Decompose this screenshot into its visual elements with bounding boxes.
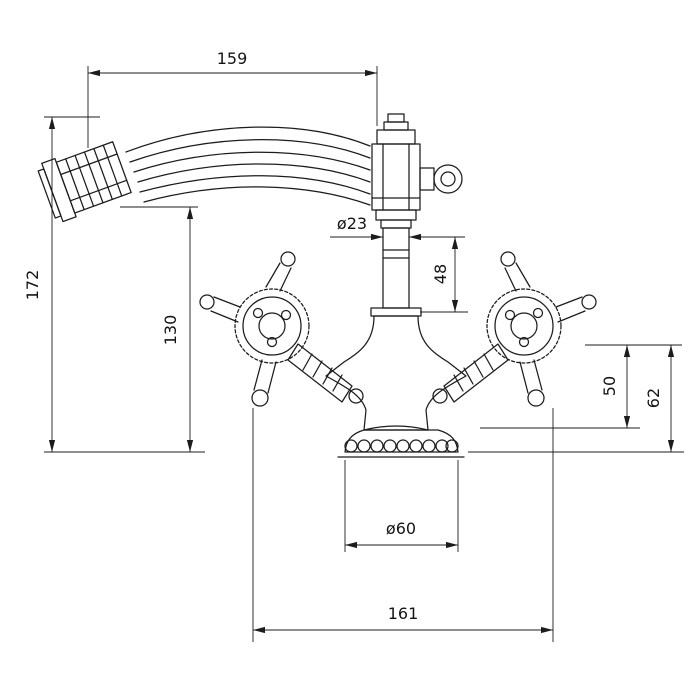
stem-column <box>370 209 422 317</box>
dimension-spout-reach: 159 <box>87 49 378 148</box>
dim-label-48: 48 <box>431 264 450 284</box>
side-knob-stem <box>419 167 435 191</box>
faucet-body <box>325 315 467 431</box>
handle-arm-ball <box>199 294 215 310</box>
faucet-illustration <box>37 113 597 458</box>
dimension-overall-width: 161 <box>252 408 554 642</box>
handle-arm-ball <box>251 389 269 407</box>
left-handle <box>199 251 353 407</box>
side-knob-icon <box>433 164 463 194</box>
handle-arm-ball <box>280 251 296 267</box>
right-handle <box>443 251 597 407</box>
dimension-overall-height: 172 <box>23 116 205 453</box>
dimension-stem-diameter: ø23 <box>330 214 465 241</box>
spout <box>125 126 371 206</box>
aerator-head-icon <box>37 141 132 223</box>
dimension-stem-height: 48 <box>420 236 468 313</box>
handle-arm-ball <box>500 251 516 267</box>
dim-label-172: 172 <box>23 270 42 301</box>
dim-label-d60: ø60 <box>386 519 416 538</box>
dimension-spout-height: 130 <box>120 206 198 453</box>
faucet-top-cap <box>371 113 463 211</box>
dim-label-130: 130 <box>161 315 180 346</box>
dimension-base-diameter: ø60 <box>344 460 459 552</box>
dimension-base-height: 62 <box>468 344 684 453</box>
dim-label-50: 50 <box>600 376 619 396</box>
base-skirt <box>337 429 465 458</box>
dim-label-161: 161 <box>388 604 419 623</box>
handle-arm-ball <box>581 294 597 310</box>
dim-label-159: 159 <box>217 49 248 68</box>
dimension-body-height: 50 <box>480 344 682 429</box>
dimension-annotations: 159 172 130 ø23 48 <box>23 49 684 642</box>
dim-label-62: 62 <box>644 388 663 408</box>
handle-arm-ball <box>527 389 545 407</box>
dim-label-d23: ø23 <box>337 214 367 233</box>
